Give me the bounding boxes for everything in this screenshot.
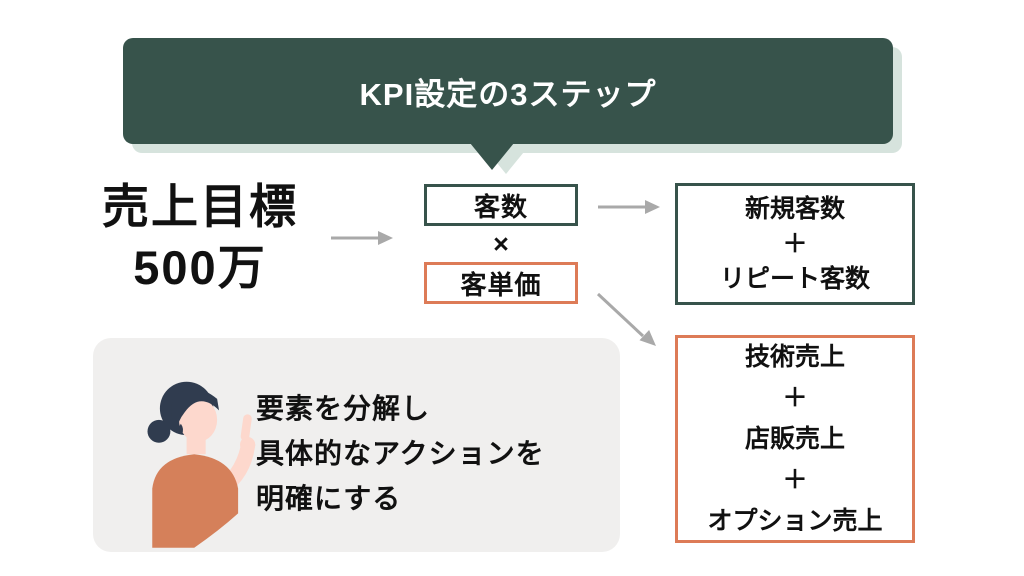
plus-operator: ＋ <box>782 383 808 412</box>
right-arrow-icon <box>331 231 393 245</box>
breakdown-line: 技術売上 <box>744 342 845 371</box>
breakdown-line: リピート客数 <box>719 264 870 293</box>
right-arrow-icon <box>598 200 660 214</box>
note-text: 要素を分解し 具体的なアクションを 明確にする <box>256 386 545 521</box>
customer-count-box: 客数 <box>424 184 578 226</box>
banner-pointer-triangle <box>470 143 514 170</box>
title-banner: KPI設定の3ステップ <box>123 38 893 144</box>
plus-operator: ＋ <box>782 465 808 494</box>
sales-target-line2: 500万 <box>133 241 267 294</box>
note-card: 要素を分解し 具体的なアクションを 明確にする <box>93 338 620 552</box>
sales-target-text: 売上目標 500万 <box>70 176 330 298</box>
customer-count-label: 客数 <box>473 191 528 222</box>
note-line: 明確にする <box>256 483 402 514</box>
unit-price-label: 客単価 <box>460 269 542 300</box>
breakdown-line: 店販売上 <box>744 424 845 453</box>
note-line: 要素を分解し <box>256 393 431 424</box>
sales-breakdown-box: 技術売上 ＋ 店販売上 ＋ オプション売上 <box>675 335 915 543</box>
note-line: 具体的なアクションを <box>256 438 545 469</box>
breakdown-line: 新規客数 <box>744 194 845 223</box>
new-repeat-customers-box: 新規客数 ＋ リピート客数 <box>675 183 915 305</box>
unit-price-box: 客単価 <box>424 262 578 304</box>
plus-operator: ＋ <box>782 229 808 258</box>
person-pointing-illustration <box>147 381 256 548</box>
breakdown-line: オプション売上 <box>707 506 883 535</box>
diagonal-arrow-icon <box>596 292 656 346</box>
sales-target-line1: 売上目標 <box>102 180 298 233</box>
multiply-operator: × <box>493 228 509 259</box>
page-title: KPI設定の3ステップ <box>359 76 657 112</box>
